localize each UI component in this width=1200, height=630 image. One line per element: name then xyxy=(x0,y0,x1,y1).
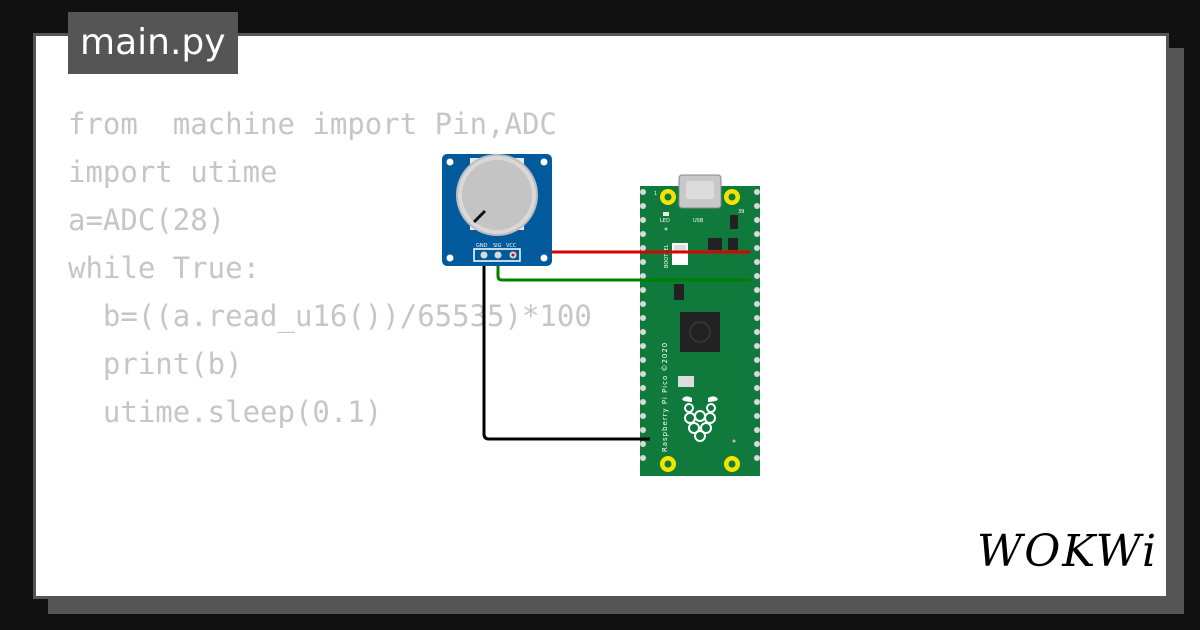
pico-pin[interactable] xyxy=(754,371,760,377)
pico-pin[interactable] xyxy=(754,245,760,251)
pico-pin[interactable] xyxy=(640,385,646,391)
code-line: a=ADC(28) xyxy=(68,203,226,237)
gnd-pin[interactable] xyxy=(480,251,488,259)
pico-pin[interactable] xyxy=(640,399,646,405)
pin-label-sig: SIG xyxy=(493,243,502,249)
code-line: utime.sleep(0.1) xyxy=(68,395,383,429)
pin-header xyxy=(473,248,521,262)
pico-pin[interactable] xyxy=(754,385,760,391)
pico-pin[interactable] xyxy=(640,329,646,335)
pin-label-vcc: VCC xyxy=(506,243,517,249)
pico-pin[interactable] xyxy=(640,203,646,209)
regulator-chip xyxy=(708,238,722,250)
pico-pin[interactable] xyxy=(754,287,760,293)
code-line: while True: xyxy=(68,251,261,285)
rp2040-chip xyxy=(680,312,720,352)
pico-pin[interactable] xyxy=(640,371,646,377)
pico-left-pins xyxy=(640,189,646,461)
signal-wire[interactable] xyxy=(496,256,750,282)
pico-pin[interactable] xyxy=(754,357,760,363)
file-tab[interactable]: main.py xyxy=(68,12,238,74)
pico-pin[interactable] xyxy=(754,273,760,279)
pico-pin[interactable] xyxy=(640,189,646,195)
pico-pin[interactable] xyxy=(640,273,646,279)
pico-pin[interactable] xyxy=(754,203,760,209)
pin-label-gnd: GND xyxy=(476,243,488,249)
pico-pin[interactable] xyxy=(640,287,646,293)
wokwi-logo-text: WOKWi xyxy=(977,526,1155,577)
usb-label: USB xyxy=(693,218,704,224)
pico-pin[interactable] xyxy=(754,231,760,237)
pico-pin[interactable] xyxy=(754,441,760,447)
pico-pin[interactable] xyxy=(640,245,646,251)
pot-knob[interactable] xyxy=(462,160,532,230)
sig-pin[interactable] xyxy=(494,251,502,259)
led-icon xyxy=(663,212,669,216)
pico-pin[interactable] xyxy=(640,455,646,461)
code-line: print(b) xyxy=(68,347,243,381)
code-editor[interactable]: from machine import Pin,ADC import utime a… xyxy=(68,100,592,436)
pico-pin[interactable] xyxy=(640,301,646,307)
pico-pin[interactable] xyxy=(640,427,646,433)
pico-right-pins xyxy=(754,189,760,461)
code-line: from machine import Pin,ADC xyxy=(68,107,557,141)
file-tab-label: main.py xyxy=(80,22,226,63)
pico-pin[interactable] xyxy=(640,357,646,363)
pico-pin[interactable] xyxy=(640,441,646,447)
pico-pin[interactable] xyxy=(754,189,760,195)
pico-pin[interactable] xyxy=(640,217,646,223)
pico-board[interactable]: 1 39 LED USB BOOTSEL Raspbe xyxy=(640,174,760,476)
code-line: b=((a.read_u16())/65535)*100 xyxy=(68,299,592,333)
pico-pin[interactable] xyxy=(754,427,760,433)
pico-pin[interactable] xyxy=(754,329,760,335)
pico-pin[interactable] xyxy=(640,343,646,349)
knob-indicator xyxy=(472,209,487,224)
pico-board-label: Raspberry Pi Pico ©2020 xyxy=(661,342,669,452)
preview-card xyxy=(33,33,1169,599)
usb-port-icon xyxy=(686,181,714,199)
pico-pin[interactable] xyxy=(640,315,646,321)
pico-pin[interactable] xyxy=(754,301,760,307)
pico-pin[interactable] xyxy=(640,259,646,265)
pico-pin[interactable] xyxy=(754,315,760,321)
pin1-label: 1 xyxy=(654,191,657,197)
pico-pin[interactable] xyxy=(754,413,760,419)
code-line: import utime xyxy=(68,155,278,189)
pico-pin[interactable] xyxy=(640,413,646,419)
pico-pin[interactable] xyxy=(754,217,760,223)
led-label: LED xyxy=(660,218,670,224)
ground-wire[interactable] xyxy=(482,256,650,441)
pin39-label: 39 xyxy=(738,209,744,215)
pico-pin[interactable] xyxy=(754,343,760,349)
bootsel-label: BOOTSEL xyxy=(664,244,670,268)
pico-pin[interactable] xyxy=(754,399,760,405)
pico-pin[interactable] xyxy=(754,259,760,265)
raspberry-pi-logo-icon xyxy=(682,396,718,442)
pico-pin[interactable] xyxy=(640,231,646,237)
wokwi-logo[interactable]: WOKWi xyxy=(975,520,1155,580)
potentiometer[interactable]: GND SIG VCC xyxy=(442,154,552,266)
flash-chip xyxy=(678,376,694,387)
pico-pin[interactable] xyxy=(754,455,760,461)
